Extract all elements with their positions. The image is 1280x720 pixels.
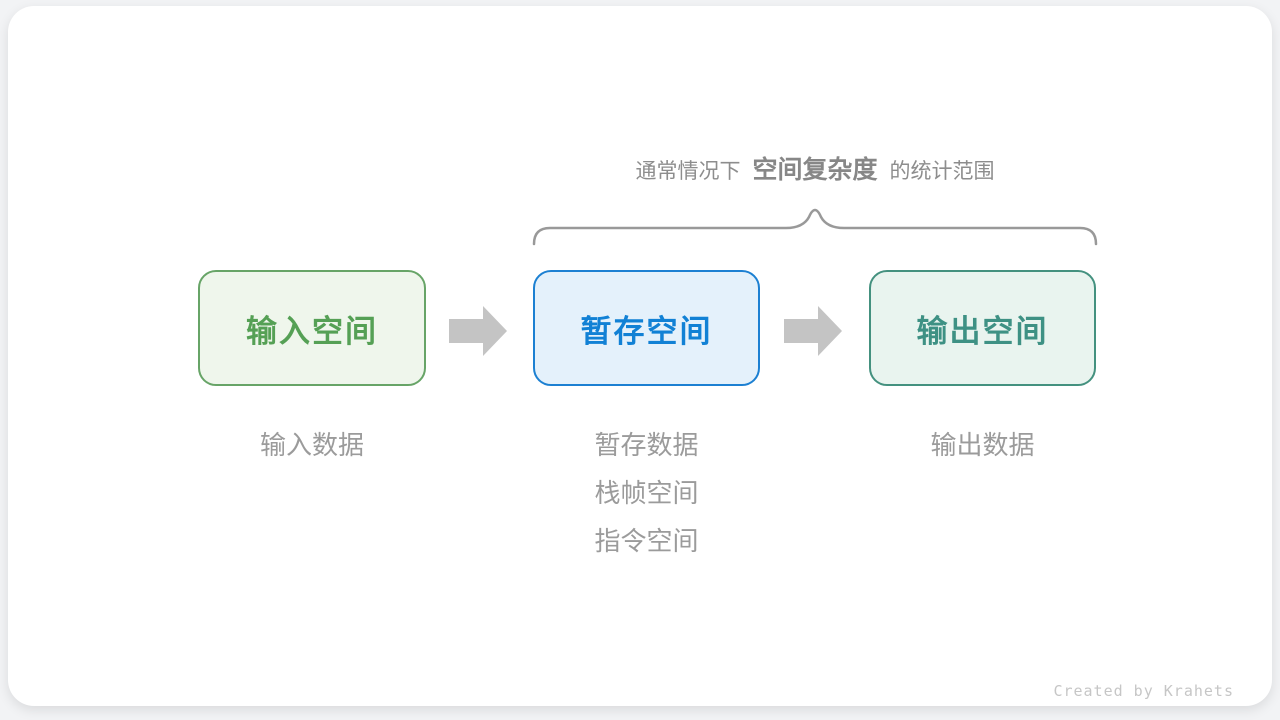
caption-highlight: 空间复杂度 <box>752 156 878 184</box>
instruction-space-label: 指令空间 <box>594 526 699 556</box>
credit-text: Created by Krahets <box>1053 682 1234 700</box>
output-space-box: 输出空间 <box>869 270 1096 386</box>
diagram-card: 通常情况下空间复杂度的统计范围 输入空间 暂存空间 输出空间 输入数据 暂存数据… <box>8 6 1272 706</box>
output-space-label: 输出空间 <box>916 313 1049 349</box>
caption-prefix: 通常情况下 <box>635 160 741 183</box>
scope-caption: 通常情况下空间复杂度的统计范围 <box>532 152 1098 190</box>
input-data-label: 输入数据 <box>259 430 364 460</box>
output-data-label: 输出数据 <box>930 430 1035 460</box>
input-space-label: 输入空间 <box>246 313 378 349</box>
arrow-right-icon <box>784 306 842 356</box>
arrow-right-icon <box>449 306 507 356</box>
buffer-space-box: 暂存空间 <box>533 270 760 386</box>
input-space-box: 输入空间 <box>198 270 426 386</box>
caption-suffix: 的统计范围 <box>889 160 995 183</box>
brace-icon <box>532 208 1098 246</box>
buffer-space-label: 暂存空间 <box>580 313 713 349</box>
stack-frame-space-label: 栈帧空间 <box>594 478 699 508</box>
buffer-data-label: 暂存数据 <box>594 430 699 460</box>
